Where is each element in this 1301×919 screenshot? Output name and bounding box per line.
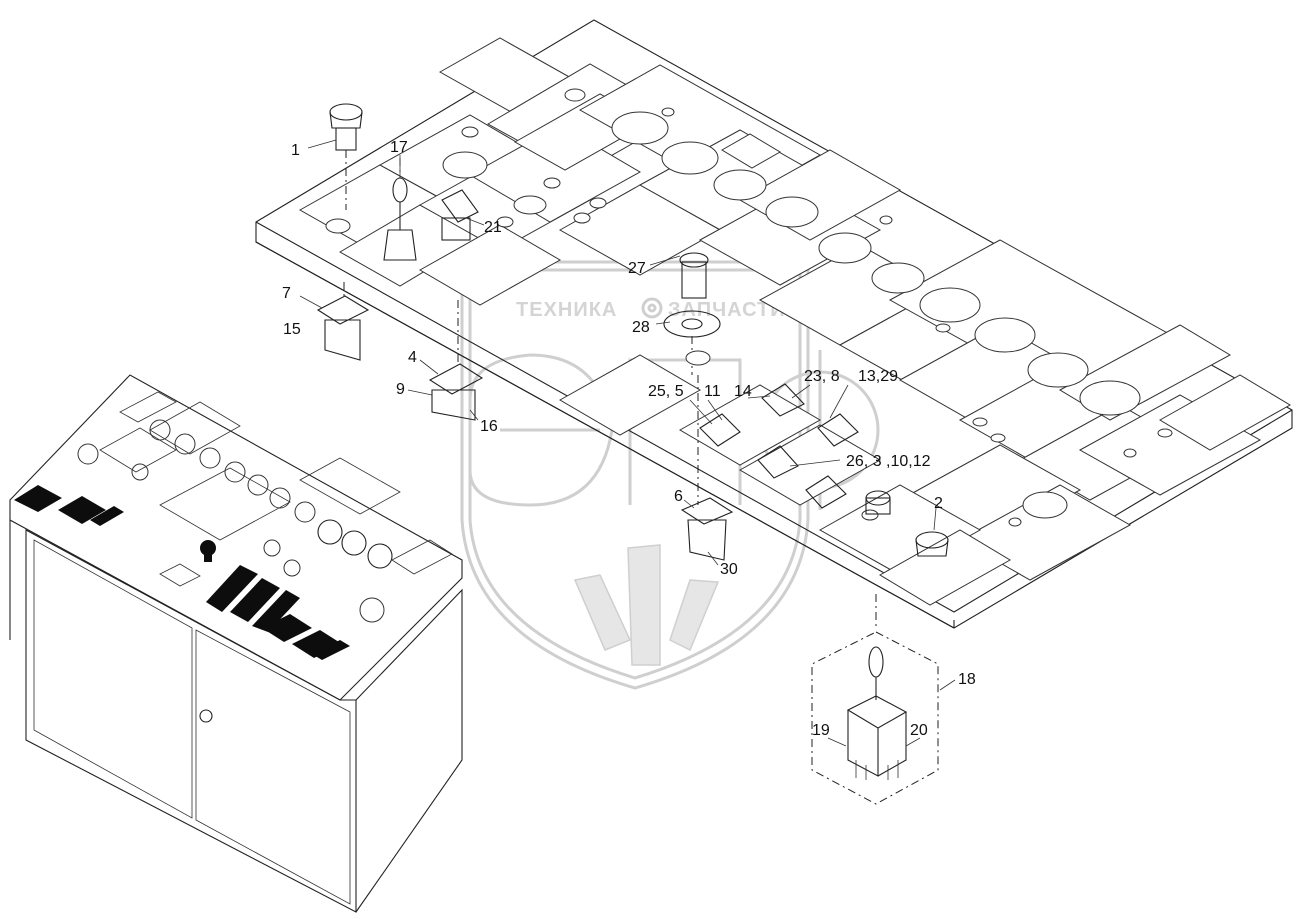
callout-17: 17 (390, 139, 408, 156)
callout-labels: 1 17 21 27 7 15 28 4 9 16 25, 5 11 14 23… (282, 139, 976, 739)
callout-2: 2 (934, 495, 943, 512)
callout-15: 15 (283, 321, 301, 338)
callout-4: 4 (408, 349, 417, 366)
callout-23-8: 23, 8 (804, 368, 840, 385)
contact-block-4-9-16 (428, 300, 484, 421)
callout-9: 9 (396, 381, 405, 398)
selector-switch-21 (441, 189, 479, 241)
callout-30: 30 (720, 561, 738, 578)
callout-16: 16 (480, 418, 498, 435)
selector-switches-group (699, 383, 859, 509)
contact-block-7-15 (316, 282, 370, 361)
watermark-left-text: ТЕХНИКА (516, 299, 617, 321)
small-holes (461, 88, 1173, 527)
callout-19: 19 (812, 722, 830, 739)
callout-11: 11 (704, 383, 721, 400)
callout-21: 21 (484, 219, 502, 236)
control-console (9, 374, 463, 913)
control-panel-plate (255, 19, 1293, 629)
callout-26-3-10-12: 26, 3 ,10,12 (846, 453, 931, 470)
pushbutton-2 (865, 490, 949, 557)
callout-27: 27 (628, 260, 646, 277)
leader-lines (299, 139, 956, 747)
watermark-right-text: ЗАПЧАСТИ (668, 299, 786, 321)
callout-1: 1 (291, 142, 300, 159)
pushbutton-27-28 (663, 252, 721, 375)
callout-6: 6 (674, 488, 683, 505)
callout-20: 20 (910, 722, 928, 739)
callout-25-5: 25, 5 (648, 383, 684, 400)
callout-28: 28 (632, 319, 650, 336)
callout-18: 18 (958, 671, 976, 688)
callout-13-29: 13,29 (858, 368, 898, 385)
contact-block-6-30 (680, 375, 734, 561)
callout-14: 14 (734, 383, 752, 400)
joystick-detail-18 (811, 594, 939, 805)
emergency-button-1 (329, 103, 363, 210)
callout-7: 7 (282, 285, 291, 302)
